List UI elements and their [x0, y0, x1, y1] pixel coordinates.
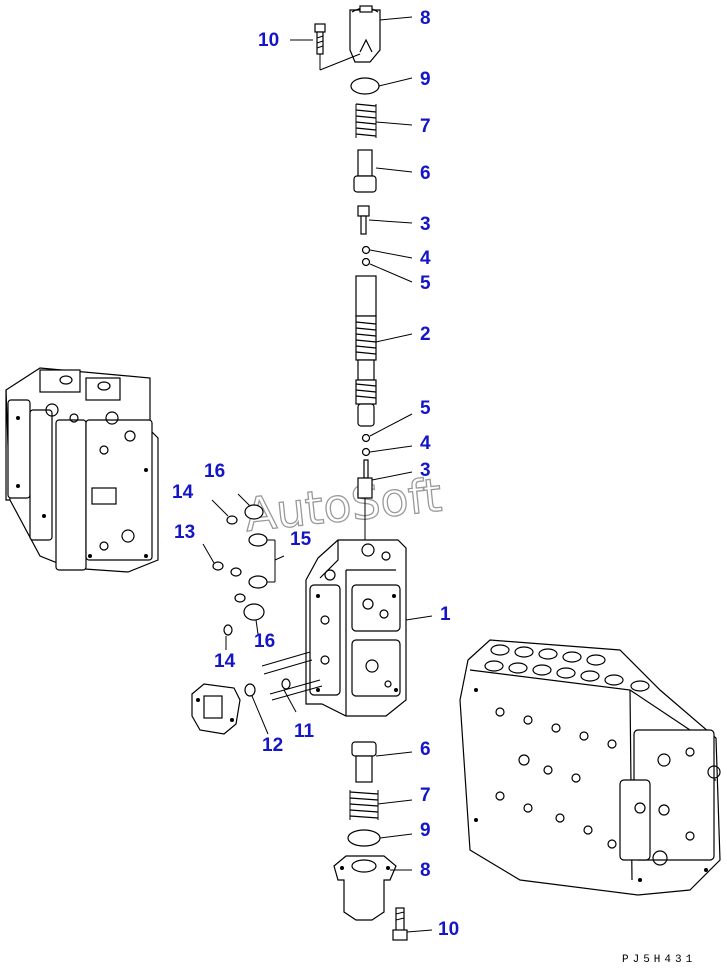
- part-6-upper-piston: [353, 149, 377, 193]
- drawing-code: PJ5H431: [622, 954, 696, 966]
- leader-lines: [202, 16, 433, 933]
- watermark: AutoSoft: [242, 468, 444, 542]
- callout-8-lower: 8: [420, 860, 431, 881]
- callout-5-lower: 5: [420, 398, 431, 419]
- callout-1: 1: [440, 604, 451, 625]
- callout-3-lower: 3: [420, 460, 431, 481]
- part-11-pins: [261, 651, 323, 701]
- part-3-lower-plug: [357, 459, 373, 545]
- part-4-upper-ball: [361, 245, 371, 255]
- part-14-lower-oring: [223, 624, 233, 636]
- part-13-plugs: [212, 561, 246, 603]
- part-16-lower-oring: [243, 603, 265, 621]
- callout-11: 11: [294, 721, 315, 742]
- valve-assembly-left-view: [5, 367, 159, 573]
- part-7-upper-spring: [355, 103, 377, 138]
- callout-16-lower: 16: [254, 631, 275, 652]
- callout-9-lower: 9: [420, 820, 431, 841]
- callout-6-lower: 6: [420, 739, 431, 760]
- part-15-gasket-a: [248, 533, 268, 547]
- part-7-lower-spring: [349, 790, 379, 820]
- callout-3-upper: 3: [420, 214, 431, 235]
- callout-14-lower: 14: [214, 651, 236, 672]
- callout-16-upper: 16: [204, 461, 225, 482]
- part-8-upper-cap: [349, 5, 381, 63]
- part-14-upper-oring: [226, 515, 238, 525]
- part-10-upper-bolt: [314, 23, 361, 71]
- callout-4-upper: 4: [420, 248, 431, 269]
- part-5-lower-ball: [361, 433, 371, 443]
- part-5-upper-ball: [361, 257, 371, 267]
- part-12-oring: [244, 683, 256, 697]
- callout-13: 13: [174, 522, 195, 543]
- callout-6-upper: 6: [420, 163, 431, 184]
- part-9-lower-oring: [347, 829, 381, 847]
- callout-10-upper: 10: [258, 30, 279, 51]
- callout-14-upper: 14: [172, 482, 194, 503]
- callout-7-lower: 7: [420, 785, 431, 806]
- part-1-valve-section: [305, 539, 407, 717]
- part-9-upper-oring: [350, 77, 380, 95]
- callout-8-upper: 8: [420, 8, 431, 29]
- callout-15: 15: [290, 529, 312, 550]
- callout-7-upper: 7: [420, 116, 431, 137]
- part-10-lower-bolt: [392, 907, 408, 941]
- part-15-gasket-b: [248, 575, 268, 589]
- callout-5-upper: 5: [420, 273, 431, 294]
- part-4-lower-ball: [361, 447, 371, 457]
- callout-4-lower: 4: [420, 433, 431, 454]
- part-12-cover-block: [191, 683, 241, 735]
- part-3-upper-plug: [357, 205, 370, 235]
- part-8-lower-cap: [333, 855, 397, 921]
- part-6-lower-piston: [351, 741, 377, 783]
- callout-12: 12: [262, 735, 283, 756]
- part-2-spool: [355, 275, 377, 427]
- callout-labels: 10 8 9 7 6 3 4 5 2 5 4 3 16 14 13 15 1 1…: [172, 8, 459, 940]
- callout-2: 2: [420, 324, 431, 345]
- valve-assembly-right-view: [459, 639, 721, 896]
- callout-9-upper: 9: [420, 69, 431, 90]
- callout-10-lower: 10: [438, 919, 459, 940]
- part-16-upper-oring: [244, 504, 264, 520]
